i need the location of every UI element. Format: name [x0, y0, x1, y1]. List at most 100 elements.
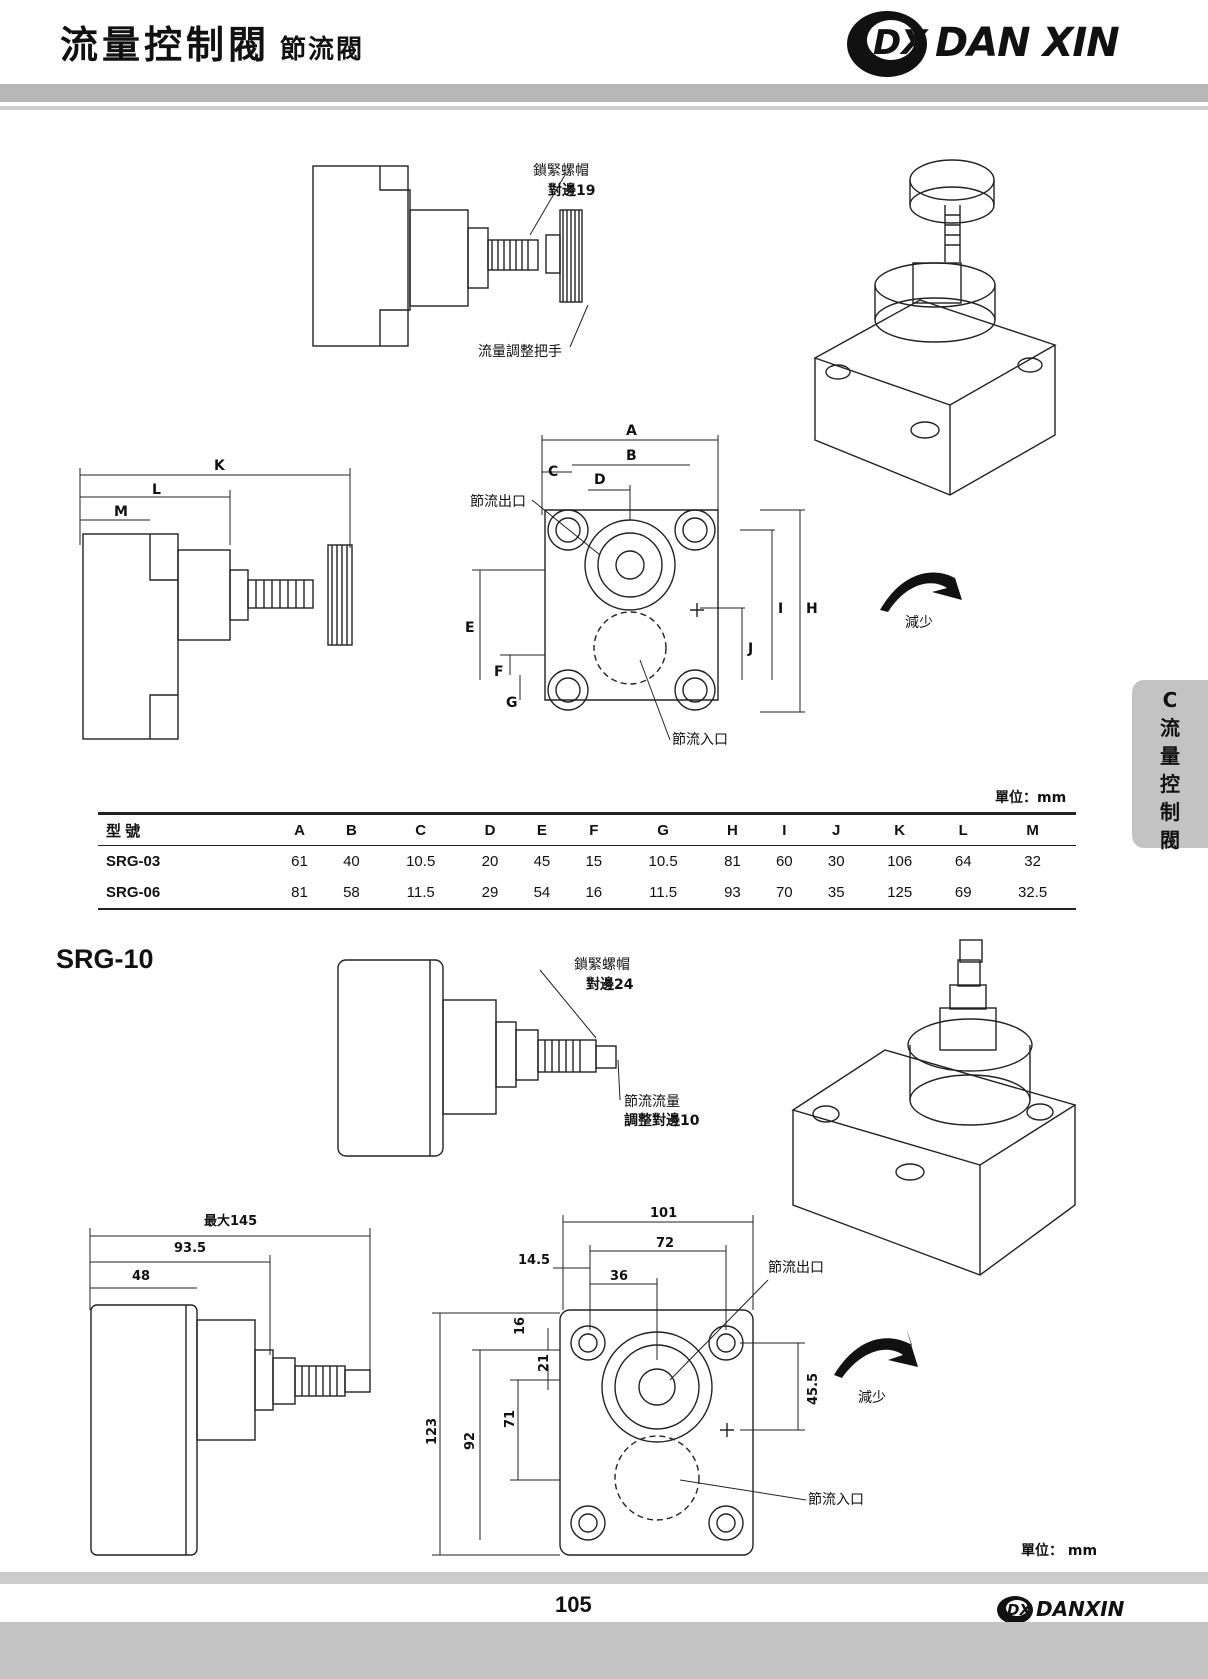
svg-text:72: 72 [656, 1236, 674, 1251]
table-cell: 32.5 [989, 877, 1076, 910]
footer-brand: DANXIN [1036, 1597, 1125, 1621]
page-number: 105 [555, 1592, 592, 1617]
svg-text:123: 123 [425, 1418, 440, 1445]
svg-text:E: E [465, 620, 475, 636]
table-cell: 20 [481, 853, 499, 870]
table-cell: 35 [810, 877, 863, 910]
srg10-hex-size-label: 對邊24 [586, 977, 634, 993]
valve-front-view [544, 509, 719, 711]
lock-nut-label: 鎖緊螺帽 [533, 163, 589, 179]
svg-text:36: 36 [610, 1269, 628, 1284]
table-cell: 60 [775, 853, 793, 870]
table-header-cell: L [937, 812, 990, 846]
title-subtitle: 節流閥 [280, 35, 365, 65]
table-header-cell: K [862, 812, 938, 846]
section-tab-char: 量 [1160, 744, 1180, 768]
decrease-label: 減少 [905, 615, 933, 631]
svg-text:16: 16 [513, 1317, 528, 1335]
header-divider [0, 84, 1208, 102]
table-cell: 106 [887, 853, 913, 870]
table-cell: 40 [343, 853, 360, 870]
footer-band [0, 1622, 1208, 1679]
footer-logo-text: DX [1007, 1601, 1032, 1619]
section-tab[interactable]: C 流 量 控 制 閥 [1132, 680, 1208, 852]
svg-text:C: C [548, 464, 558, 480]
srg10-flow-adjust-hex-label: 調整對邊10 [624, 1113, 700, 1129]
title-main-text: 流量控制閥 [60, 23, 271, 67]
inlet-label: 節流入口 [672, 732, 728, 748]
brand-name: DAN XIN [935, 20, 1120, 66]
table-cell: SRG-06 [98, 877, 274, 910]
svg-text:21: 21 [537, 1354, 552, 1372]
table-cell: 10.5 [406, 853, 436, 870]
svg-text:48: 48 [132, 1269, 150, 1284]
svg-text:92: 92 [463, 1432, 478, 1450]
dimension-lines-small [79, 174, 805, 741]
valve-side-view-left [82, 533, 353, 740]
srg10-side-view-top [337, 959, 617, 1157]
brand-logo-text: DX [873, 23, 929, 63]
srg10-unit-label: 單位： mm [1021, 1543, 1098, 1559]
spec-table: 型 號 A B C D E F G H I J K L M SRG-03 61 … [98, 812, 1076, 910]
table-cell: 54 [515, 877, 568, 910]
table-cell: 81 [724, 853, 741, 870]
svg-text:101: 101 [650, 1206, 677, 1221]
page-title: 流量控制閥節流閥 [60, 14, 364, 69]
table-cell: 61 [291, 853, 308, 870]
srg10-outlet-label: 節流出口 [768, 1260, 824, 1276]
svg-text:A: A [626, 423, 637, 439]
svg-text:G: G [506, 695, 518, 711]
srg10-flow-adjust-label: 節流流量 [624, 1094, 680, 1110]
table-cell: 11.5 [377, 877, 465, 910]
svg-text:L: L [152, 482, 161, 498]
table-cell: 81 [273, 877, 326, 910]
footer-logo-icon: DX [997, 1596, 1033, 1624]
table-cell: 93 [706, 877, 759, 910]
table-cell: 125 [862, 877, 938, 910]
svg-text:B: B [626, 448, 637, 464]
table-header-cell: 型 號 [98, 812, 274, 846]
srg10-inlet-label: 節流入口 [808, 1492, 864, 1508]
srg10-lock-nut-label: 鎖緊螺帽 [574, 957, 630, 973]
table-header-cell: D [464, 812, 516, 846]
table-header-cell: M [989, 812, 1076, 846]
srg10-side-view-left [90, 1304, 371, 1556]
table-header-cell: A [273, 812, 326, 846]
table-cell: 29 [464, 877, 516, 910]
svg-text:M: M [114, 504, 128, 520]
svg-text:D: D [594, 472, 606, 488]
table-cell: 64 [954, 853, 972, 870]
table-cell: 15 [585, 853, 603, 870]
table-cell: SRG-03 [106, 853, 161, 870]
svg-text:F: F [494, 664, 504, 680]
hex-size-label: 對邊19 [548, 183, 596, 199]
table-cell: 58 [325, 877, 378, 910]
section-tab-letter: C [1162, 688, 1178, 712]
table-cell: 69 [937, 877, 990, 910]
valve-side-view-top [312, 165, 583, 347]
footer-divider [0, 1572, 1208, 1584]
svg-text:K: K [214, 458, 226, 474]
decrease-arrow-icon [880, 562, 962, 612]
svg-text:71: 71 [503, 1410, 518, 1428]
srg10-dimension-lines [89, 969, 807, 1556]
svg-text:93.5: 93.5 [174, 1241, 206, 1256]
outlet-label: 節流出口 [470, 494, 526, 510]
table-header-cell: F [567, 812, 620, 846]
table-header-cell: H [706, 812, 759, 846]
table-header-cell: B [325, 812, 378, 846]
svg-text:H: H [806, 601, 818, 617]
handle-label: 流量調整把手 [478, 344, 562, 360]
section-title-srg10: SRG-10 [56, 944, 154, 974]
table-cell: 70 [758, 877, 811, 910]
table-cell: 45 [533, 853, 551, 870]
table-header-cell: J [810, 812, 863, 846]
table-cell: 10.5 [648, 853, 678, 870]
table-cell: 30 [827, 853, 845, 870]
table-cell: 11.5 [619, 877, 707, 910]
svg-text:45.5: 45.5 [806, 1373, 821, 1405]
table-header-cell: E [515, 812, 568, 846]
srg10-decrease-label: 減少 [858, 1390, 886, 1406]
